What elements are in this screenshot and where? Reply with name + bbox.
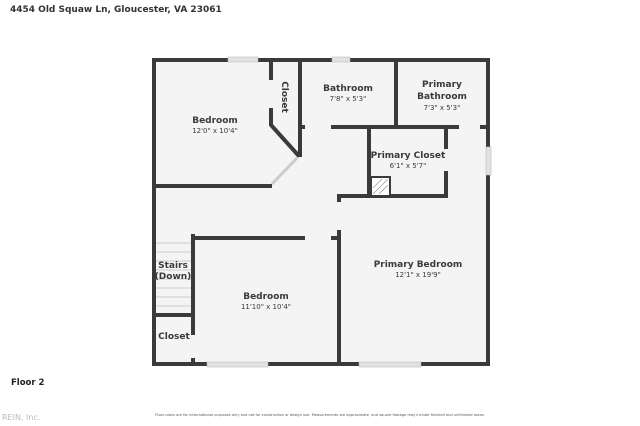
- room-name: Closet: [158, 332, 190, 342]
- room-name: Bathroom: [417, 92, 467, 102]
- room-dims: 6'1" x 5'7": [390, 162, 427, 170]
- floor-area: [152, 58, 490, 366]
- stair-treads: [156, 242, 191, 307]
- room-name: Closet: [279, 81, 289, 113]
- room-name: Primary: [422, 80, 462, 90]
- room-dims: 12'0" x 10'4": [192, 127, 238, 135]
- door-opening: [270, 156, 299, 186]
- room-name: Bedroom: [243, 292, 289, 302]
- room-name: Stairs: [158, 261, 188, 271]
- hatch-lines: [372, 178, 389, 195]
- room-name: Bedroom: [192, 116, 238, 126]
- room-name: Primary Bedroom: [374, 260, 463, 270]
- room-dims: 11'10" x 10'4": [241, 303, 291, 311]
- windows: [206, 56, 492, 368]
- walls: [152, 58, 490, 366]
- room-dims: 7'3" x 5'3": [424, 104, 461, 112]
- room-dims: 7'8" x 5'3": [330, 95, 367, 103]
- room-name: Bathroom: [323, 84, 373, 94]
- address-title: 4454 Old Squaw Ln, Gloucester, VA 23061: [10, 5, 222, 15]
- floor-label: Floor 2: [11, 378, 45, 388]
- watermark: REIN, Inc.: [2, 413, 41, 422]
- room-name: (Down): [155, 272, 192, 282]
- room-name: Primary Closet: [371, 151, 446, 161]
- room-dims: 12'1" x 19'9": [395, 271, 441, 279]
- disclaimer: Floor plans are for informational purpos…: [155, 413, 485, 417]
